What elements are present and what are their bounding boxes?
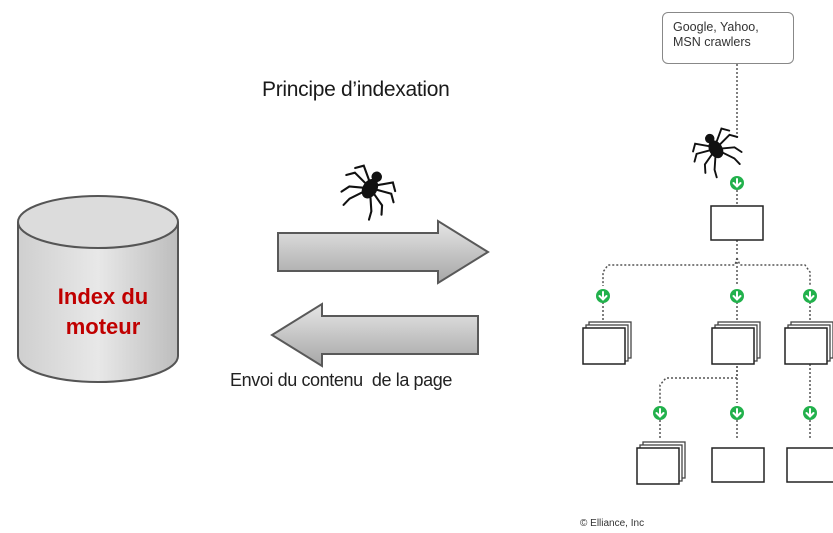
green-download-icon — [729, 175, 745, 191]
site-tree — [602, 190, 811, 440]
return-arrow-left — [270, 302, 479, 368]
green-download-icon — [729, 288, 745, 304]
crawler-box-line2: MSN crawlers — [673, 35, 751, 49]
database-label-line2: moteur — [65, 314, 141, 339]
root-page — [710, 205, 764, 241]
arrow-caption: Envoi du contenu de la page — [230, 370, 452, 390]
database-label-line1: Index du — [57, 284, 149, 309]
send-arrow-right — [277, 219, 490, 285]
green-download-icon — [595, 288, 611, 304]
crawler-box: Google, Yahoo, MSN crawlers — [662, 12, 794, 64]
green-download-icon — [652, 405, 668, 421]
database-cylinder — [17, 195, 179, 383]
page-icon — [711, 447, 765, 483]
green-download-icon — [802, 288, 818, 304]
copyright-credit: © Elliance, Inc — [580, 518, 645, 529]
green-download-icon — [802, 405, 818, 421]
crawler-box-line1: Google, Yahoo, — [673, 20, 759, 34]
database-label: Index du moteur — [28, 282, 178, 342]
spider-icon — [331, 157, 405, 227]
page-icon — [786, 447, 833, 483]
green-download-icon — [729, 405, 745, 421]
diagram-title: Principe d’indexation — [262, 78, 450, 101]
spider-icon — [685, 121, 751, 184]
stacked-page-icon — [636, 441, 686, 485]
stacked-page-icon — [711, 321, 761, 365]
stacked-page-icon — [582, 321, 632, 365]
stacked-page-icon — [784, 321, 833, 365]
